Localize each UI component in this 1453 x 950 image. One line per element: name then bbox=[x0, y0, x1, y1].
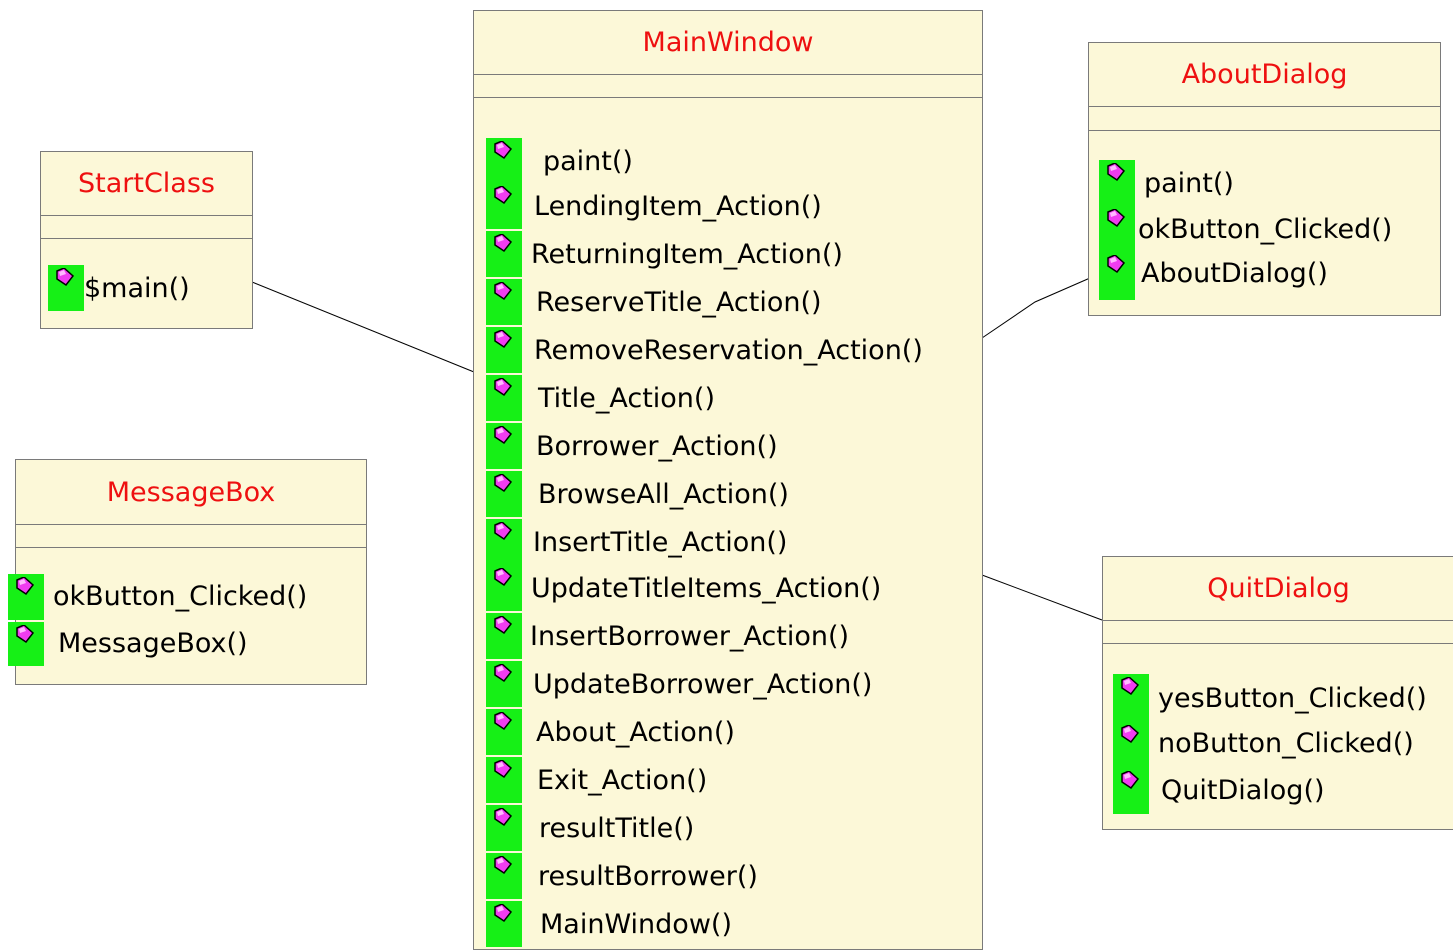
attributes-compartment bbox=[1089, 107, 1440, 131]
method-gem-icon bbox=[486, 757, 522, 803]
method-gem-icon bbox=[486, 423, 522, 469]
class-about-dialog[interactable]: AboutDialog paint() okButton_Clicked() A… bbox=[1088, 42, 1441, 316]
method-gem-icon bbox=[486, 138, 522, 184]
method-gem-icon bbox=[486, 471, 522, 517]
method-label: ReturningItem_Action() bbox=[531, 239, 843, 270]
method-label: BrowseAll_Action() bbox=[538, 479, 789, 510]
method-gem-icon bbox=[8, 622, 44, 666]
method-label: RemoveReservation_Action() bbox=[534, 335, 923, 366]
class-quit-dialog[interactable]: QuitDialog yesButton_Clicked() noButton_… bbox=[1102, 556, 1453, 830]
method-gem-icon bbox=[486, 183, 522, 229]
method-gem-icon bbox=[486, 613, 522, 659]
method-label: resultTitle() bbox=[539, 813, 695, 844]
method-gem-icon bbox=[1113, 722, 1149, 768]
method-label: okButton_Clicked() bbox=[53, 581, 308, 612]
method-gem-icon bbox=[1113, 674, 1149, 722]
method-gem-icon bbox=[486, 519, 522, 565]
method-label: Title_Action() bbox=[538, 383, 715, 414]
attributes-compartment bbox=[41, 216, 252, 239]
method-gem-icon bbox=[486, 565, 522, 611]
method-label: MainWindow() bbox=[540, 909, 732, 940]
method-gem-icon bbox=[486, 279, 522, 325]
method-gem-icon bbox=[1099, 160, 1135, 206]
association-main-about bbox=[981, 277, 1091, 339]
association-main-quit bbox=[981, 574, 1103, 621]
method-gem-icon bbox=[1113, 768, 1149, 814]
method-label: QuitDialog() bbox=[1161, 775, 1325, 806]
method-label: InsertTitle_Action() bbox=[533, 527, 788, 558]
attributes-compartment bbox=[474, 75, 982, 98]
method-label: InsertBorrower_Action() bbox=[530, 621, 850, 652]
method-label: AboutDialog() bbox=[1141, 258, 1328, 289]
method-label: Borrower_Action() bbox=[536, 431, 778, 462]
class-name: QuitDialog bbox=[1103, 557, 1453, 621]
method-gem-icon bbox=[486, 327, 522, 373]
method-gem-icon bbox=[486, 709, 522, 755]
method-gem-icon bbox=[486, 853, 522, 899]
method-gem-icon bbox=[1099, 206, 1135, 252]
method-gem-icon bbox=[486, 901, 522, 947]
method-label: $main() bbox=[84, 273, 190, 304]
attributes-compartment bbox=[1103, 621, 1453, 644]
method-label: MessageBox() bbox=[58, 628, 248, 659]
method-label: LendingItem_Action() bbox=[534, 191, 822, 222]
method-gem-icon bbox=[486, 375, 522, 421]
method-gem-icon bbox=[486, 231, 522, 277]
method-label: okButton_Clicked() bbox=[1138, 214, 1393, 245]
method-label: UpdateTitleItems_Action() bbox=[531, 573, 882, 604]
method-label: UpdateBorrower_Action() bbox=[533, 669, 873, 700]
method-label: noButton_Clicked() bbox=[1158, 728, 1414, 759]
method-label: resultBorrower() bbox=[538, 861, 758, 892]
method-label: paint() bbox=[1144, 168, 1234, 199]
method-gem-icon bbox=[1099, 252, 1135, 300]
class-name: AboutDialog bbox=[1089, 43, 1440, 107]
class-name: StartClass bbox=[41, 152, 252, 216]
method-gem-icon bbox=[48, 265, 84, 311]
class-name: MessageBox bbox=[16, 460, 366, 525]
method-gem-icon bbox=[8, 574, 44, 620]
class-main-window[interactable]: MainWindow paint() LendingItem_Action() Re… bbox=[473, 10, 983, 950]
method-label: yesButton_Clicked() bbox=[1158, 683, 1427, 714]
attributes-compartment bbox=[16, 525, 366, 548]
method-gem-icon bbox=[486, 805, 522, 851]
class-message-box[interactable]: MessageBox okButton_Clicked() MessageBox… bbox=[8, 459, 367, 685]
method-label: ReserveTitle_Action() bbox=[536, 287, 822, 318]
class-name: MainWindow bbox=[474, 11, 982, 75]
method-gem-icon bbox=[486, 661, 522, 707]
association-start-main bbox=[251, 281, 475, 373]
method-label: About_Action() bbox=[536, 717, 735, 748]
method-label: Exit_Action() bbox=[537, 765, 708, 796]
method-label: paint() bbox=[543, 146, 633, 177]
class-start-class[interactable]: StartClass $main() bbox=[40, 151, 253, 329]
